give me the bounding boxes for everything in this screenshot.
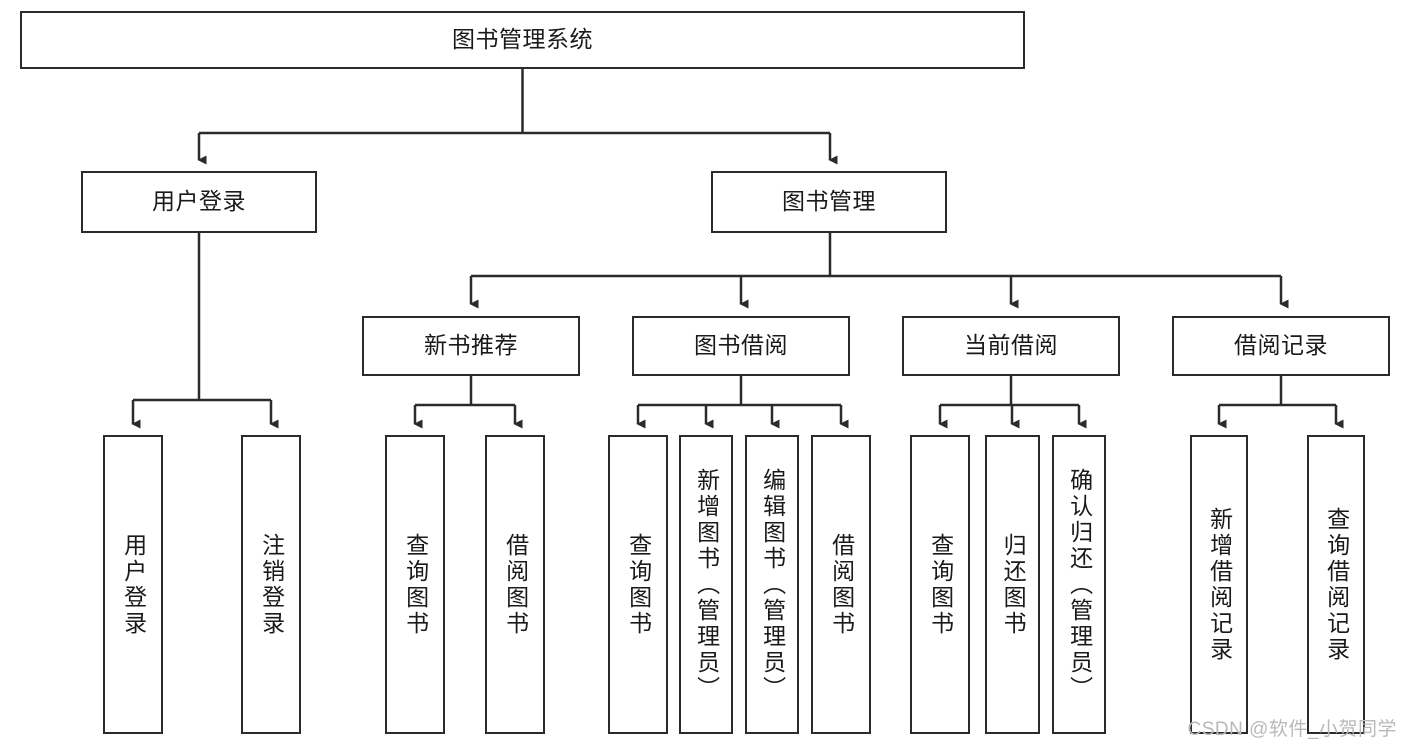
node-leaf-query-book-1[interactable]: 查询图书	[385, 435, 445, 734]
edge-root-to-level2	[197, 69, 838, 165]
node-book-manage[interactable]: 图书管理	[711, 171, 947, 233]
node-leaf-borrow-book-1-label: 借阅图书	[502, 532, 529, 637]
node-current-borrow-label: 当前借阅	[964, 332, 1058, 359]
node-leaf-edit-book-label: 编辑图书（管理员）	[759, 467, 786, 702]
node-leaf-query-record[interactable]: 查询借阅记录	[1307, 435, 1365, 734]
node-leaf-confirm-return[interactable]: 确认归还（管理员）	[1052, 435, 1106, 734]
node-root-label: 图书管理系统	[452, 26, 593, 53]
csdn-watermark: CSDN @软件_小贺同学	[1187, 719, 1397, 740]
node-leaf-add-book[interactable]: 新增图书（管理员）	[679, 435, 733, 734]
node-leaf-logout-label: 注销登录	[258, 532, 285, 637]
node-leaf-confirm-return-label: 确认归还（管理员）	[1066, 467, 1093, 702]
node-leaf-borrow-book-1[interactable]: 借阅图书	[485, 435, 545, 734]
node-leaf-return-book[interactable]: 归还图书	[985, 435, 1040, 734]
edge-currentborrow-to-leaves	[938, 376, 1087, 429]
node-leaf-edit-book[interactable]: 编辑图书（管理员）	[745, 435, 799, 734]
node-leaf-user-login[interactable]: 用户登录	[103, 435, 163, 734]
edge-borrowrecord-to-leaves	[1217, 376, 1344, 429]
node-leaf-query-record-label: 查询借阅记录	[1323, 506, 1350, 663]
node-leaf-add-record[interactable]: 新增借阅记录	[1190, 435, 1248, 734]
node-leaf-borrow-book-2-label: 借阅图书	[828, 532, 855, 637]
node-leaf-add-record-label: 新增借阅记录	[1206, 506, 1233, 663]
node-leaf-user-login-label: 用户登录	[120, 532, 147, 637]
edge-newbookrec-to-leaves	[413, 376, 523, 429]
node-user-login[interactable]: 用户登录	[81, 171, 317, 233]
node-leaf-query-book-2-label: 查询图书	[625, 532, 652, 637]
node-book-borrow-label: 图书借阅	[694, 332, 788, 359]
node-leaf-return-book-label: 归还图书	[1000, 532, 1027, 637]
node-leaf-query-book-3-label: 查询图书	[927, 532, 954, 637]
node-leaf-query-book-2[interactable]: 查询图书	[608, 435, 668, 734]
node-root[interactable]: 图书管理系统	[20, 11, 1025, 69]
node-new-book-rec[interactable]: 新书推荐	[362, 316, 580, 376]
node-leaf-logout[interactable]: 注销登录	[241, 435, 301, 734]
node-current-borrow[interactable]: 当前借阅	[902, 316, 1120, 376]
edge-bookborrow-to-leaves	[636, 376, 849, 429]
node-book-borrow[interactable]: 图书借阅	[632, 316, 850, 376]
node-borrow-record-label: 借阅记录	[1234, 332, 1328, 359]
node-leaf-add-book-label: 新增图书（管理员）	[693, 467, 720, 702]
node-new-book-rec-label: 新书推荐	[424, 332, 518, 359]
node-leaf-query-book-3[interactable]: 查询图书	[910, 435, 970, 734]
node-leaf-query-book-1-label: 查询图书	[402, 532, 429, 637]
node-book-manage-label: 图书管理	[782, 188, 876, 215]
node-user-login-label: 用户登录	[152, 188, 246, 215]
node-borrow-record[interactable]: 借阅记录	[1172, 316, 1390, 376]
node-leaf-borrow-book-2[interactable]: 借阅图书	[811, 435, 871, 734]
edge-userlogin-to-leaves	[131, 233, 279, 429]
edge-bookmanage-to-level3	[469, 233, 1289, 309]
